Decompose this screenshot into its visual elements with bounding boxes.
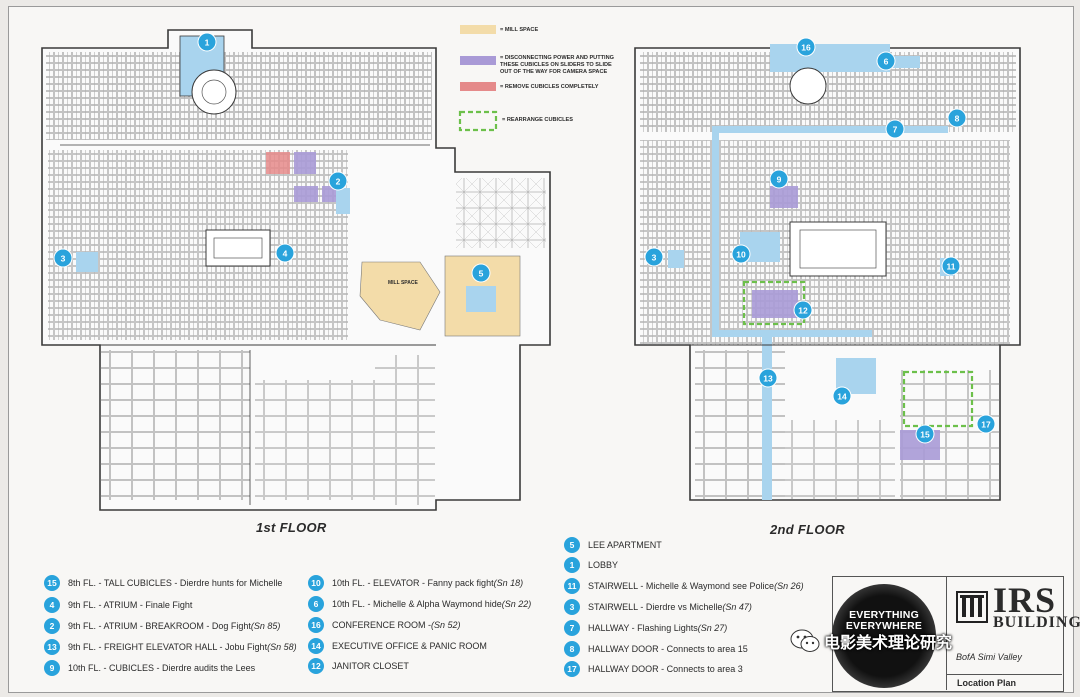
- plan-type-label: Location Plan: [947, 674, 1062, 690]
- wechat-icon: [790, 629, 820, 652]
- badge-4: 4: [276, 244, 294, 262]
- badge-16: 16: [797, 38, 815, 56]
- film-logo: [832, 584, 936, 688]
- badge-14: 14: [833, 387, 851, 405]
- badge-8: 8: [948, 109, 966, 127]
- key-scene: (Sn 18): [493, 578, 524, 588]
- badge-2: 2: [329, 172, 347, 190]
- key-text: 10th FL. - ELEVATOR - Fanny pack fight: [332, 578, 494, 588]
- badge-12: 12: [794, 301, 812, 319]
- key-badge: 15: [44, 575, 60, 591]
- key-item-2: 2 9th FL. - ATRIUM - BREAKROOM - Dog Figh…: [44, 618, 280, 634]
- legend-mill-space: = MILL SPACE: [500, 27, 539, 33]
- badge-17: 17: [977, 415, 995, 433]
- legend-sliders: = DISCONNECTING POWER AND PUTTING THESE …: [500, 55, 615, 75]
- legend-remove: = REMOVE CUBICLES COMPLETELY: [500, 84, 599, 90]
- first-floor-plan: [41, 29, 551, 511]
- key-badge: 5: [564, 537, 580, 553]
- key-text: 8th FL. - TALL CUBICLES - Dierdre hunts …: [68, 578, 283, 588]
- site-subtitle: BofA Simi Valley: [956, 652, 1022, 662]
- key-item-14: 14 EXECUTIVE OFFICE & PANIC ROOM: [308, 638, 487, 654]
- key-item-5: 5 LEE APARTMENT: [564, 537, 662, 553]
- badge-13: 13: [759, 369, 777, 387]
- key-badge: 6: [308, 596, 324, 612]
- key-badge: 7: [564, 620, 580, 636]
- badge-3: 3: [54, 249, 72, 267]
- key-badge: 4: [44, 597, 60, 613]
- key-scene: (Sn 26): [774, 581, 804, 591]
- second-floor-label: 2nd FLOOR: [770, 522, 845, 537]
- title-divider: [946, 576, 947, 690]
- irs-seal-icon: [956, 591, 988, 623]
- key-badge: 9: [44, 660, 60, 676]
- key-badge: 13: [44, 639, 60, 655]
- key-item-7: 7 HALLWAY - Flashing Lights (Sn 27): [564, 620, 727, 636]
- key-item-13: 13 9th FL. - FREIGHT ELEVATOR HALL - Jobu…: [44, 639, 297, 655]
- second-floor-plan: [634, 44, 1021, 501]
- key-item-3: 3 STAIRWELL - Dierdre vs Michelle (Sn 47): [564, 599, 752, 615]
- key-text: HALLWAY - Flashing Lights: [588, 623, 698, 633]
- key-badge: 3: [564, 599, 580, 615]
- key-item-6: 6 10th FL. - Michelle & Alpha Waymond hid…: [308, 596, 531, 612]
- key-scene: (Sn 52): [431, 620, 461, 630]
- key-item-10: 10 10th FL. - ELEVATOR - Fanny pack fight…: [308, 575, 523, 591]
- key-text: LOBBY: [588, 560, 619, 570]
- key-text: JANITOR CLOSET: [332, 661, 409, 671]
- key-scene: (Sn 85): [250, 621, 281, 631]
- key-scene: (Sn 47): [722, 602, 752, 612]
- key-text: 9th FL. - FREIGHT ELEVATOR HALL - Jobu F…: [68, 642, 268, 652]
- key-item-16: 16 CONFERENCE ROOM - (Sn 52): [308, 617, 461, 633]
- key-text: HALLWAY DOOR - Connects to area 15: [588, 644, 748, 654]
- legend-rearrange: = REARRANGE CUBICLES: [502, 117, 574, 123]
- key-badge: 10: [308, 575, 324, 591]
- watermark: 电影美术理论研究: [790, 628, 952, 654]
- key-text: 10th FL. - CUBICLES - Dierdre audits the…: [68, 663, 256, 673]
- key-badge: 2: [44, 618, 60, 634]
- key-badge: 14: [308, 638, 324, 654]
- key-badge: 8: [564, 641, 580, 657]
- key-badge: 1: [564, 557, 580, 573]
- building-title: BUILDING: [993, 614, 1080, 631]
- key-item-17: 17 HALLWAY DOOR - Connects to area 3: [564, 661, 743, 677]
- watermark-text: 电影美术理论研究: [824, 635, 953, 652]
- key-text: HALLWAY DOOR - Connects to area 3: [588, 664, 743, 674]
- key-item-15: 15 8th FL. - TALL CUBICLES - Dierdre hunt…: [44, 575, 282, 591]
- badge-6: 6: [877, 52, 895, 70]
- key-text: STAIRWELL - Dierdre vs Michelle: [588, 602, 723, 612]
- key-scene: (Sn 58): [267, 642, 297, 652]
- key-text: EXECUTIVE OFFICE & PANIC ROOM: [332, 641, 487, 651]
- key-text: STAIRWELL - Michelle & Waymond see Polic…: [588, 581, 775, 591]
- key-item-9: 9 10th FL. - CUBICLES - Dierdre audits th…: [44, 660, 255, 676]
- first-floor-label: 1st FLOOR: [256, 520, 327, 535]
- key-text: 9th FL. - ATRIUM - BREAKROOM - Dog Fight: [68, 621, 251, 631]
- key-scene: (Sn 27): [697, 623, 728, 633]
- badge-5: 5: [472, 264, 490, 282]
- key-item-1: 1 LOBBY: [564, 557, 618, 573]
- badge-9: 9: [770, 170, 788, 188]
- key-badge: 11: [564, 578, 580, 594]
- key-text: 9th FL. - ATRIUM - Finale Fight: [68, 600, 193, 610]
- key-text: 10th FL. - Michelle & Alpha Waymond hide: [332, 599, 502, 609]
- legend-swatches: [458, 25, 498, 132]
- key-badge: 16: [308, 617, 324, 633]
- badge-3-second: 3: [645, 248, 663, 266]
- key-item-11: 11 STAIRWELL - Michelle & Waymond see Pol…: [564, 578, 804, 594]
- badge-7: 7: [886, 120, 904, 138]
- key-item-12: 12 JANITOR CLOSET: [308, 658, 409, 674]
- mill-space-label: MILL SPACE: [388, 280, 418, 286]
- key-badge: 12: [308, 658, 324, 674]
- key-item-4: 4 9th FL. - ATRIUM - Finale Fight: [44, 597, 192, 613]
- badge-11: 11: [942, 257, 960, 275]
- key-text: LEE APARTMENT: [588, 540, 662, 550]
- badge-15: 15: [916, 425, 934, 443]
- key-text: CONFERENCE ROOM -: [332, 620, 431, 630]
- badge-1: 1: [198, 33, 216, 51]
- irs-title: IRS: [993, 580, 1057, 620]
- key-scene: (Sn 22): [501, 599, 532, 609]
- badge-10: 10: [732, 245, 750, 263]
- key-badge: 17: [564, 661, 580, 677]
- film-logo-text: EVERYTHING EVERYWHERE: [845, 609, 923, 632]
- key-item-8: 8 HALLWAY DOOR - Connects to area 15: [564, 641, 748, 657]
